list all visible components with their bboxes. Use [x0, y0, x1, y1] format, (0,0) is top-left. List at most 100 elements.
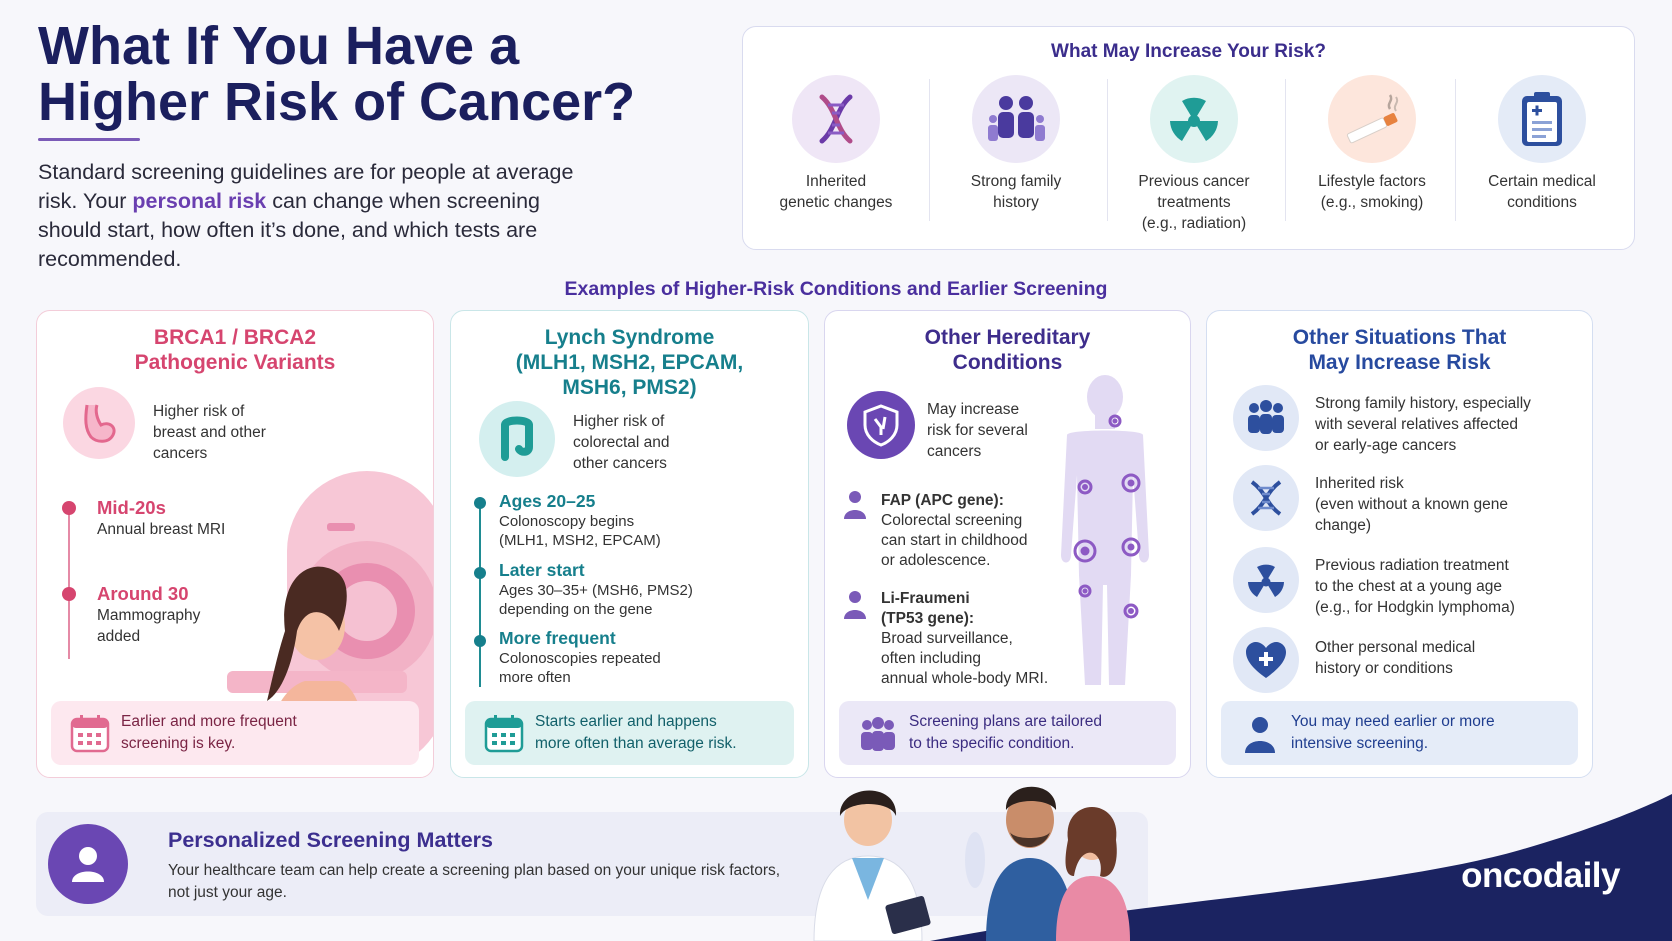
timeline-step-2-text-2: added [97, 628, 141, 645]
divider [1107, 79, 1108, 221]
risk-label-3b: treatments [1157, 194, 1231, 211]
hereditary-desc-2: risk for several [927, 422, 1028, 439]
personalized-text-1: Your healthcare team can help create a s… [168, 862, 781, 879]
lf-head-2: (TP53 gene): [881, 610, 975, 627]
situations-title-line2: May Increase Risk [1308, 351, 1491, 374]
lynch-footer-1: Starts earlier and happens [535, 713, 717, 730]
risk-item-family: Strong family history [931, 75, 1101, 213]
brca-desc-3: cancers [153, 445, 208, 462]
risk-item-medical: Certain medical conditions [1457, 75, 1627, 213]
dna-icon [1233, 465, 1299, 531]
lynch-step-2-head: Later start [499, 560, 585, 580]
intro-text-1: Standard screening guidelines are for pe… [38, 160, 574, 213]
personalized-text-2: not just your age. [168, 884, 287, 901]
lynch-description: Higher risk of colorectal and other canc… [573, 411, 670, 474]
situations-footer-1: You may need earlier or more [1291, 713, 1495, 730]
lf-head-1: Li-Fraumeni [881, 590, 970, 607]
heart-icon [1233, 627, 1299, 693]
hereditary-title-line1: Other Hereditary [924, 326, 1091, 349]
brca-title-line2: Pathogenic Variants [134, 351, 336, 374]
fap-text-2: can start in childhood [881, 532, 1028, 549]
intro-text-2: can change when screening should start, … [38, 189, 540, 271]
brca-footer-1: Earlier and more frequent [121, 713, 297, 730]
lf-text-2: often including [881, 650, 981, 667]
timeline-line [68, 507, 70, 659]
title-underline [38, 138, 140, 141]
page-title: What If You Have a Higher Risk of Cancer… [38, 16, 636, 132]
shield-icon [847, 391, 915, 459]
risk-label-1a: Inherited [805, 173, 867, 190]
hereditary-footer-2: to the specific condition. [909, 735, 1075, 752]
situations-footer-2: intensive screening. [1291, 735, 1428, 752]
lynch-step-1: Ages 20–25 Colonoscopy begins(MLH1, MSH2… [499, 491, 661, 550]
risk-label-5a: Certain medical [1488, 173, 1596, 190]
family-icon [972, 75, 1060, 163]
dna-icon [792, 75, 880, 163]
group-icon [861, 717, 895, 751]
lynch-step-3-text-2: more often [499, 669, 571, 686]
situation-item-2: Inherited risk (even without a known gen… [1315, 473, 1508, 536]
situation-1-text-2: with several relatives affected [1315, 416, 1519, 433]
timeline-step-2-head: Around 30 [97, 583, 189, 604]
hereditary-item-lifraumeni: Li-Fraumeni (TP53 gene): Broad surveilla… [881, 589, 1048, 689]
hereditary-item-fap: FAP (APC gene): Colorectal screening can… [881, 491, 1027, 571]
risk-label-1b: genetic changes [779, 194, 893, 211]
lynch-desc-3: other cancers [573, 455, 667, 472]
hereditary-title: Other Hereditary Conditions [825, 325, 1190, 375]
lf-text-1: Broad surveillance, [881, 630, 1013, 647]
situation-item-4: Other personal medical history or condit… [1315, 637, 1475, 679]
breast-icon [63, 387, 135, 459]
situation-3-text-3: (e.g., for Hodgkin lymphoma) [1315, 599, 1515, 616]
risk-label-3c: (e.g., radiation) [1141, 215, 1247, 232]
situation-3-text-2: to the chest at a young age [1315, 578, 1502, 595]
hereditary-footer: Screening plans are tailored to the speci… [839, 701, 1176, 765]
risk-label-5b: conditions [1507, 194, 1577, 211]
situations-footer: You may need earlier or more intensive sc… [1221, 701, 1578, 765]
brca-footer-2: screening is key. [121, 735, 236, 752]
body-silhouette-illustration [1061, 375, 1149, 685]
card-lynch: Lynch Syndrome (MLH1, MSH2, EPCAM, MSH6,… [450, 310, 809, 778]
personalized-panel: Personalized Screening Matters Your heal… [36, 812, 1148, 916]
risk-label-2b: history [993, 194, 1039, 211]
mri-scanner-illustration [227, 471, 433, 761]
lynch-desc-2: colorectal and [573, 434, 670, 451]
intro-highlight: personal risk [132, 189, 267, 213]
lynch-step-2: Later start Ages 30–35+ (MSH6, PMS2)depe… [499, 560, 693, 619]
risk-label-4b: (e.g., smoking) [1320, 194, 1424, 211]
divider [1455, 79, 1456, 221]
risk-label-2a: Strong family [970, 173, 1062, 190]
situations-title: Other Situations That May Increase Risk [1207, 325, 1592, 375]
timeline-dot [474, 567, 486, 579]
situations-title-line1: Other Situations That [1292, 326, 1507, 349]
timeline-line [479, 503, 481, 687]
lynch-step-3-head: More frequent [499, 628, 616, 648]
timeline-dot [62, 587, 76, 601]
fap-text-3: or adolescence. [881, 552, 991, 569]
situation-item-1: Strong family history, especially with s… [1315, 393, 1531, 456]
timeline-step-1-text: Annual breast MRI [97, 521, 226, 538]
user-avatar-icon [48, 824, 128, 904]
risk-label-4a: Lifestyle factors [1318, 173, 1426, 190]
personalized-text: Your healthcare team can help create a s… [168, 860, 808, 904]
divider [929, 79, 930, 221]
situation-3-text-1: Previous radiation treatment [1315, 557, 1509, 574]
situation-4-text-2: history or conditions [1315, 660, 1453, 677]
timeline-step-2-text-1: Mammography [97, 607, 201, 624]
brca-footer: Earlier and more frequent screening is ke… [51, 701, 419, 765]
fap-head: FAP (APC gene): [881, 492, 1004, 509]
timeline-step-1-head: Mid-20s [97, 497, 166, 518]
card-situations: Other Situations That May Increase Risk … [1206, 310, 1593, 778]
situation-1-text-3: or early-age cancers [1315, 437, 1457, 454]
hereditary-desc-3: cancers [927, 443, 982, 460]
hereditary-desc-1: May increase [927, 401, 1020, 418]
hereditary-footer-1: Screening plans are tailored [909, 713, 1103, 730]
person-icon [844, 591, 866, 619]
radiation-icon [1233, 547, 1299, 613]
oncodaily-logo: oncodaily [1461, 856, 1620, 895]
divider [1285, 79, 1286, 221]
group-icon [1233, 385, 1299, 451]
footer-wave-illustration [813, 786, 1672, 941]
personalized-title: Personalized Screening Matters [168, 828, 493, 852]
